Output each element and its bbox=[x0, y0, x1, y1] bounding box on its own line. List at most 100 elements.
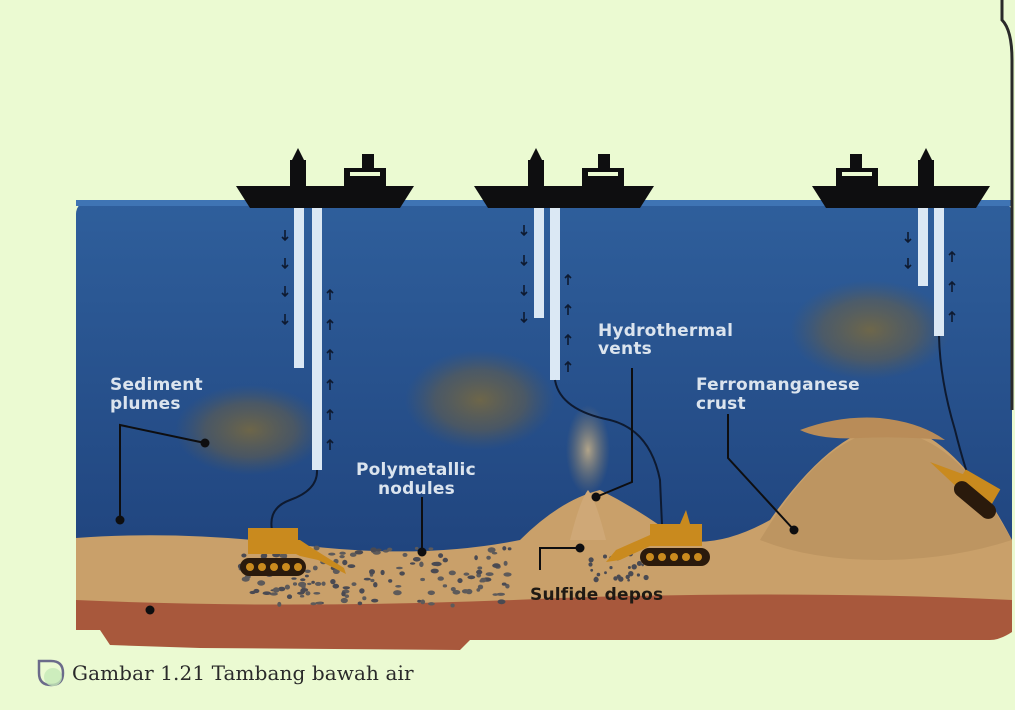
nodule bbox=[347, 564, 356, 568]
nodule bbox=[307, 582, 312, 586]
nodule bbox=[380, 569, 385, 576]
nodule bbox=[241, 553, 247, 558]
sulfide-particle bbox=[627, 566, 631, 569]
nodule bbox=[463, 572, 470, 576]
nodule bbox=[412, 557, 421, 562]
sulfide-particle bbox=[596, 572, 601, 577]
nodule bbox=[442, 557, 448, 563]
sulfide-particle bbox=[604, 571, 607, 575]
nodule bbox=[332, 568, 340, 575]
leader-lines bbox=[119, 368, 795, 570]
nodule bbox=[419, 561, 424, 568]
nodule bbox=[428, 602, 435, 606]
nodule bbox=[420, 577, 425, 582]
nodule bbox=[502, 546, 507, 551]
figure-title: Tambang bawah air bbox=[211, 661, 414, 685]
figure-number: Gambar 1.21 bbox=[72, 661, 206, 685]
nodule bbox=[262, 591, 271, 595]
nodule bbox=[448, 570, 456, 576]
nodule bbox=[291, 577, 297, 580]
nodule bbox=[388, 579, 393, 583]
label-hydrothermal-vents-line1: Hydrothermal bbox=[598, 321, 733, 341]
nodule bbox=[357, 601, 363, 606]
nodule bbox=[354, 550, 364, 555]
label-sediment-plumes-line1: Sediment bbox=[110, 375, 203, 395]
leader-dots bbox=[115, 438, 799, 615]
nodule bbox=[409, 562, 416, 565]
nodule bbox=[474, 555, 478, 561]
nodule bbox=[370, 547, 377, 552]
nodule bbox=[503, 560, 508, 566]
hydrothermal-vent bbox=[566, 405, 610, 540]
nodule bbox=[477, 566, 483, 570]
sulfide-particle bbox=[593, 577, 599, 583]
nodule bbox=[485, 572, 494, 576]
riser-pipes bbox=[294, 208, 944, 470]
bookmark-icon bbox=[37, 659, 65, 687]
mining-machine-3 bbox=[930, 462, 1001, 519]
ship-2 bbox=[474, 148, 654, 208]
nodule bbox=[497, 599, 506, 605]
nodule bbox=[507, 547, 512, 551]
nodule bbox=[437, 576, 444, 581]
nodule bbox=[310, 602, 317, 606]
nodule bbox=[414, 546, 419, 550]
nodule bbox=[370, 578, 375, 583]
nodule bbox=[292, 582, 298, 586]
nodule bbox=[269, 592, 278, 596]
nodule bbox=[486, 555, 491, 560]
nodule bbox=[476, 569, 483, 575]
nodule bbox=[272, 587, 280, 593]
nodule bbox=[342, 586, 350, 590]
nodule bbox=[304, 569, 311, 573]
nodule bbox=[298, 581, 307, 588]
caption-text: Gambar 1.21 Tambang bawah air bbox=[72, 661, 414, 685]
nodule bbox=[442, 584, 448, 588]
nodule bbox=[339, 551, 346, 555]
sulfide-particle bbox=[643, 574, 649, 581]
nodule bbox=[349, 552, 357, 557]
nodule bbox=[321, 581, 326, 586]
nodule bbox=[399, 571, 405, 576]
nodule bbox=[430, 568, 439, 574]
mining-machine-1 bbox=[240, 528, 346, 576]
nodule bbox=[373, 582, 378, 588]
sulfide-particle bbox=[588, 562, 593, 567]
sediment-plumes bbox=[175, 280, 950, 475]
nodule bbox=[505, 583, 510, 589]
sulfide-particle bbox=[641, 563, 644, 567]
sulfide-particle bbox=[631, 564, 637, 570]
nodule bbox=[376, 548, 382, 552]
nodule bbox=[503, 572, 512, 577]
nodule bbox=[369, 569, 375, 575]
nodule bbox=[278, 586, 286, 592]
nodule bbox=[393, 590, 402, 596]
nodule bbox=[342, 559, 348, 566]
nodule bbox=[496, 592, 505, 596]
label-ferromanganese-crust-line1: Ferromanganese bbox=[696, 375, 860, 395]
nodule bbox=[313, 592, 321, 595]
nodule bbox=[450, 587, 456, 592]
nodule bbox=[417, 599, 422, 603]
sulfide-particle bbox=[613, 576, 618, 581]
ship-3 bbox=[812, 148, 990, 208]
nodule bbox=[359, 588, 365, 594]
mining-machine-2 bbox=[606, 510, 710, 566]
nodule bbox=[279, 553, 288, 558]
nodule bbox=[501, 582, 507, 586]
nodule bbox=[395, 585, 402, 588]
nodule bbox=[311, 580, 315, 584]
nodule bbox=[351, 582, 357, 586]
nodule bbox=[371, 598, 379, 603]
nodule bbox=[297, 591, 305, 595]
sulfide-particle bbox=[616, 574, 621, 579]
nodule bbox=[382, 549, 389, 553]
sulfide-particle bbox=[609, 566, 613, 570]
nodule bbox=[492, 563, 501, 568]
label-sediment-plumes-line2: plumes bbox=[110, 394, 181, 414]
sulfide-particle bbox=[625, 574, 630, 580]
nodule bbox=[457, 578, 463, 584]
ship-1 bbox=[236, 148, 414, 208]
nodule bbox=[487, 547, 496, 553]
